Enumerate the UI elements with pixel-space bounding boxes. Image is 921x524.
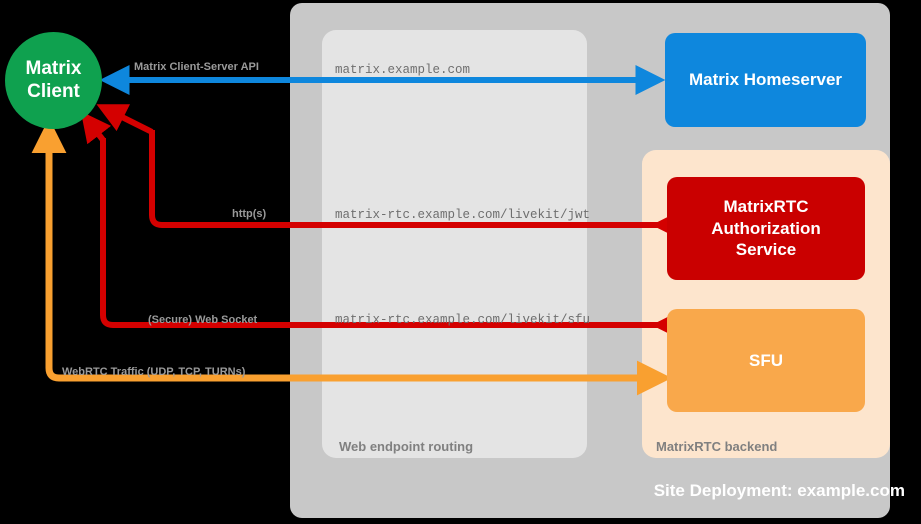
endpoint-label-livekit-sfu: matrix-rtc.example.com/livekit/sfu [335, 313, 591, 327]
protocol-label-secure-web-socket: (Secure) Web Socket [148, 314, 258, 326]
node-matrix-homeserver[interactable]: Matrix Homeserver [665, 33, 866, 127]
caption-site-deployment: Site Deployment: example.com [653, 481, 905, 500]
sfu-label: SFU [749, 350, 783, 370]
protocol-label-webrtc-traffic: WebRTC Traffic (UDP, TCP, TURNs) [62, 366, 246, 378]
protocol-label-client-server-api: Matrix Client-Server API [134, 61, 259, 73]
caption-matrixrtc-backend: MatrixRTC backend [656, 439, 778, 454]
node-matrixrtc-authorization-service[interactable]: MatrixRTC Authorization Service [667, 177, 865, 280]
endpoint-label-livekit-jwt: matrix-rtc.example.com/livekit/jwt [335, 208, 591, 222]
matrix-client-label-line2: Client [27, 80, 80, 102]
caption-web-endpoint-routing: Web endpoint routing [339, 439, 474, 454]
arrow-websocket-return [80, 111, 112, 145]
matrix-client-label-line1: Matrix [25, 58, 82, 80]
node-matrix-client[interactable]: Matrix Client [5, 32, 102, 129]
auth-service-label-line3: Service [735, 240, 797, 260]
endpoint-label-client-server-api: matrix.example.com [335, 63, 471, 77]
matrix-homeserver-label: Matrix Homeserver [688, 70, 843, 89]
auth-service-label-line2: Authorization [711, 218, 821, 238]
arrow-websocket-outbound [100, 138, 682, 340]
protocol-label-https: http(s) [232, 208, 267, 220]
auth-service-label-line1: MatrixRTC [723, 196, 809, 216]
arrow-https-return [96, 104, 154, 135]
node-sfu[interactable]: SFU [667, 309, 865, 412]
web-endpoint-routing-container [322, 30, 587, 458]
arrow-https-outbound [149, 130, 682, 240]
